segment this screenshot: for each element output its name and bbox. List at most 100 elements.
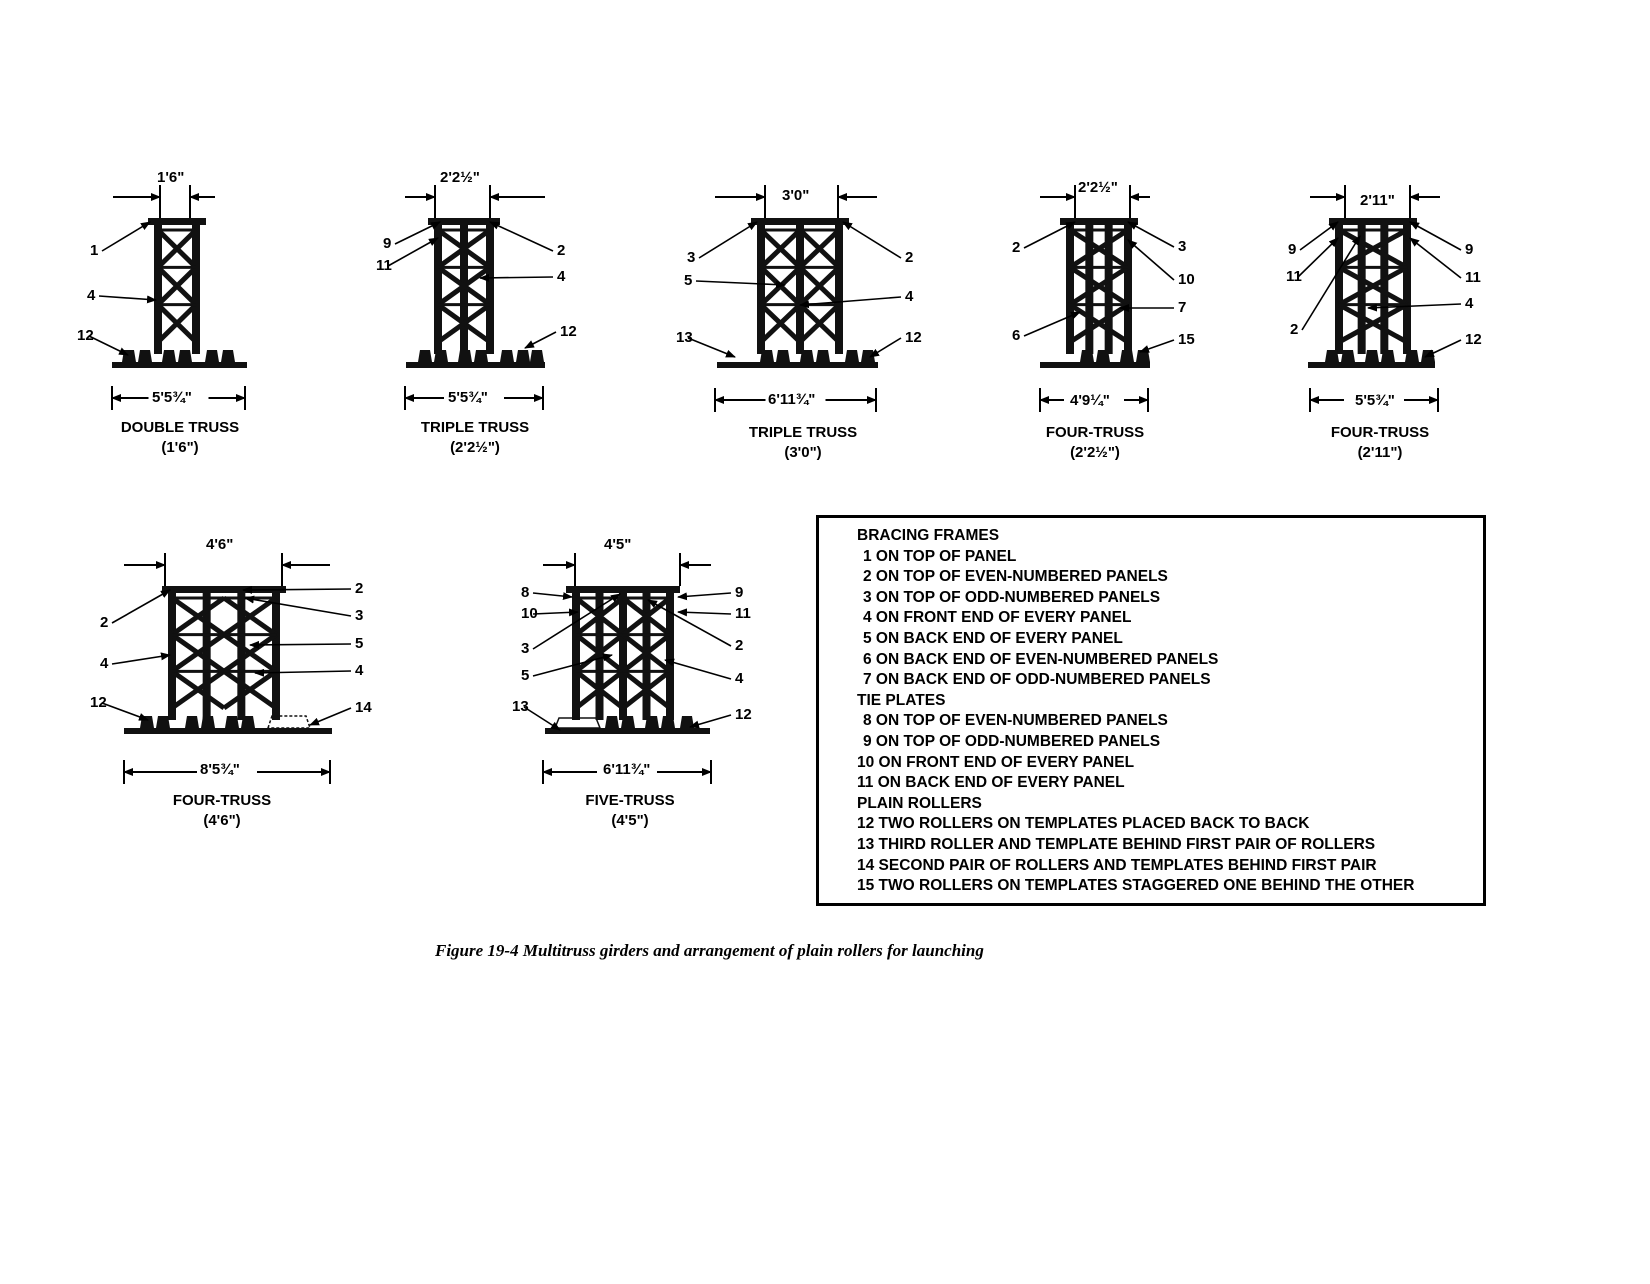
truss-vertical (1403, 222, 1411, 354)
roller (221, 350, 235, 362)
bottom-dimension-label: 8'5¾" (200, 761, 240, 778)
truss-vertical (237, 590, 246, 720)
callout-number-3: 3 (355, 607, 364, 624)
truss-figure-four-truss-2-2half (1023, 185, 1175, 412)
callout-number-3: 3 (687, 249, 696, 266)
roller (138, 350, 152, 362)
callout-leader (532, 592, 573, 601)
callout-number-8: 8 (521, 584, 530, 601)
roller (1381, 350, 1395, 362)
legend-item-9: 9 ON TOP OF ODD-NUMBERED PANELS (863, 732, 1161, 750)
callout-leader (1424, 339, 1462, 358)
callout-number-5: 5 (355, 635, 364, 652)
figure-caption-size: (2'2½") (450, 439, 500, 456)
roller (434, 350, 448, 362)
roller (162, 350, 176, 362)
callout-number-7: 7 (1178, 299, 1187, 316)
truss-vertical (486, 222, 494, 354)
legend-section-title: TIE PLATES (857, 691, 946, 709)
callout-number-14: 14 (355, 699, 372, 716)
legend-item-15: 15 TWO ROLLERS ON TEMPLATES STAGGERED ON… (857, 877, 1415, 895)
roller (205, 350, 219, 362)
top-dimension-label: 4'6" (206, 536, 234, 553)
callout-number-4: 4 (905, 288, 914, 305)
roller (1405, 350, 1419, 362)
callout-leader (842, 221, 902, 259)
truss-figure-double-truss-1-6 (88, 185, 247, 410)
figure-caption-title: FOUR-TRUSS (1330, 424, 1430, 441)
bottom-dimension-label: 4'9¼" (1070, 392, 1110, 409)
legend-item-14: 14 SECOND PAIR OF ROLLERS AND TEMPLATES … (857, 856, 1377, 874)
callout-number-11: 11 (376, 257, 392, 274)
figure-caption-title: FOUR-TRUSS (172, 792, 272, 809)
callout-number-11: 11 (1286, 268, 1302, 285)
roller (156, 716, 170, 728)
figure-caption-size: (4'5") (611, 812, 649, 829)
roller (530, 350, 544, 362)
callout-leader (387, 237, 439, 267)
figure-caption-title: FOUR-TRUSS (1045, 424, 1145, 441)
callout-leader (1023, 221, 1076, 249)
truss-vertical (619, 590, 627, 720)
callout-leader (1297, 237, 1339, 278)
figure-caption-size: (2'11") (1357, 444, 1403, 461)
callout-number-12: 12 (905, 329, 922, 346)
callout-number-2: 2 (100, 614, 109, 631)
callout-leader (677, 608, 732, 617)
callout-number-4: 4 (355, 662, 364, 679)
callout-number-2: 2 (1290, 321, 1299, 338)
roller (760, 350, 774, 362)
callout-leader (1367, 303, 1462, 312)
callout-leader (88, 335, 129, 356)
roller (185, 716, 199, 728)
callout-number-13: 13 (512, 698, 529, 715)
roller (645, 716, 659, 728)
callout-leader (1127, 239, 1175, 281)
truss-vertical (168, 590, 176, 720)
legend-item-3: 3 ON TOP OF ODD-NUMBERED PANELS (863, 588, 1161, 606)
legend-item-11: 11 ON BACK END OF EVERY PANEL (857, 774, 1125, 792)
callout-leader (687, 337, 736, 358)
roller (1365, 350, 1379, 362)
callout-number-6: 6 (1012, 327, 1021, 344)
callout-leader (242, 585, 352, 594)
callout-number-10: 10 (521, 605, 538, 622)
roller (500, 350, 514, 362)
legend-item-2: 2 ON TOP OF EVEN-NUMBERED PANELS (863, 568, 1168, 586)
callout-leader (664, 658, 732, 680)
callout-leader (98, 295, 157, 304)
callout-number-9: 9 (1465, 241, 1474, 258)
callout-leader (1127, 221, 1175, 248)
callout-number-2: 2 (557, 242, 566, 259)
callout-number-13: 13 (676, 329, 693, 346)
callout-number-11: 11 (1465, 269, 1481, 286)
truss-vertical (192, 222, 200, 354)
bottom-dimension-label: 5'5¾" (1355, 392, 1395, 409)
callout-leader (249, 640, 352, 649)
legend-item-5: 5 ON BACK END OF EVERY PANEL (863, 629, 1123, 647)
callout-number-2: 2 (735, 637, 744, 654)
legend-item-1: 1 ON TOP OF PANEL (863, 547, 1017, 565)
roller (605, 716, 619, 728)
roller (418, 350, 432, 362)
truss-vertical (835, 222, 843, 354)
callout-number-9: 9 (1288, 241, 1297, 258)
roller (816, 350, 830, 362)
top-dimension-label: 3'0" (782, 187, 810, 204)
callout-leader (1409, 237, 1462, 279)
legend-item-13: 13 THIRD ROLLER AND TEMPLATE BEHIND FIRS… (857, 835, 1376, 853)
bottom-dimension-label: 6'11¾" (768, 391, 816, 408)
truss-vertical (434, 222, 442, 354)
figure-caption-title: TRIPLE TRUSS (748, 424, 858, 441)
roller (1341, 350, 1355, 362)
legend-item-4: 4 ON FRONT END OF EVERY PANEL (863, 609, 1132, 627)
callout-number-2: 2 (355, 580, 364, 597)
callout-leader (689, 714, 732, 729)
callout-leader (479, 273, 554, 282)
callout-leader (101, 702, 149, 721)
legend-item-8: 8 ON TOP OF EVEN-NUMBERED PANELS (863, 712, 1168, 730)
callout-leader (524, 331, 557, 349)
truss-vertical (202, 590, 211, 720)
top-dimension-label: 2'2½" (440, 169, 480, 186)
truss-vertical (1085, 222, 1094, 354)
